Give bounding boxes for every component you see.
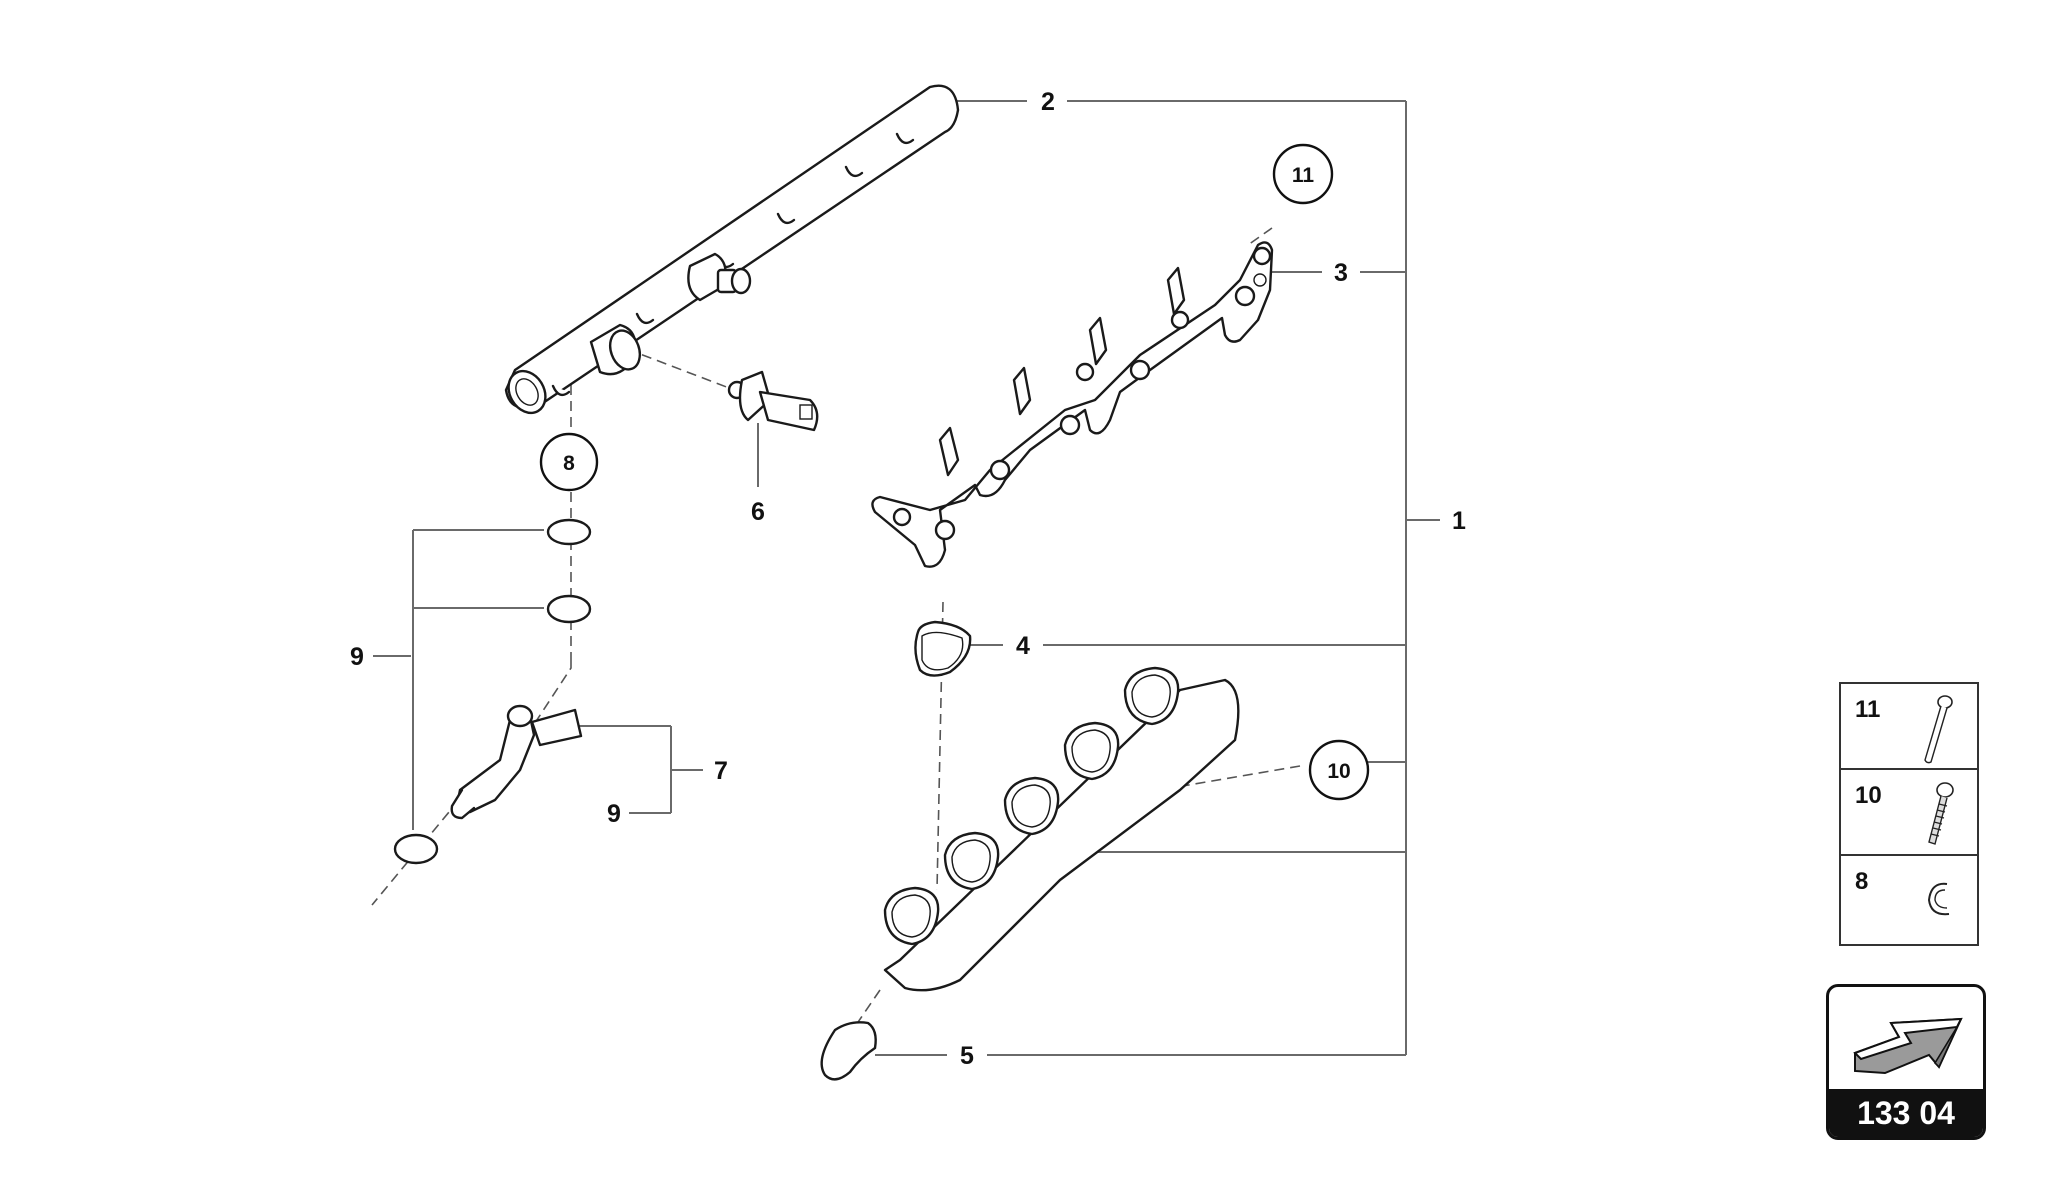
arrow-3d-icon — [1853, 1017, 1963, 1075]
pressure-sensor[interactable] — [727, 370, 819, 432]
screw-threaded-icon — [1928, 782, 1954, 845]
svg-text:8: 8 — [563, 452, 575, 475]
callout-labels: 1 2 3 4 5 6 7 9 9 — [350, 88, 1466, 1070]
manifold-ports — [883, 666, 1180, 946]
callout-1: 1 — [1452, 507, 1466, 535]
legend-row-10: 10 — [1841, 770, 1977, 856]
callout-5: 5 — [960, 1042, 974, 1070]
legend-row-8: 8 — [1841, 856, 1977, 942]
legend-row-11: 11 — [1841, 684, 1977, 770]
leader-lines — [373, 100, 1440, 1056]
callout-9-right: 9 — [607, 800, 621, 828]
circled-callout-11: 11 — [1272, 143, 1334, 205]
circled-callout-10: 10 — [1308, 739, 1370, 801]
intake-manifold[interactable] — [883, 666, 1240, 992]
legend-number: 10 — [1855, 782, 1882, 809]
legend-number: 8 — [1855, 868, 1869, 895]
gasket-upper[interactable] — [914, 620, 972, 677]
svg-text:11: 11 — [1292, 164, 1315, 187]
o-ring-seals[interactable] — [393, 518, 592, 865]
svg-text:10: 10 — [1327, 760, 1350, 783]
fastener-legend: 11 10 8 — [1839, 682, 1979, 946]
circlip-icon — [1927, 882, 1950, 916]
bolt-long-icon — [1924, 695, 1953, 764]
callout-3: 3 — [1334, 259, 1348, 287]
fuel-rail[interactable] — [501, 84, 960, 420]
callout-7: 7 — [714, 757, 728, 785]
reference-badge[interactable]: 133 04 — [1826, 984, 1986, 1140]
injector-bracket[interactable] — [871, 241, 1274, 568]
callout-4: 4 — [1016, 632, 1030, 660]
callout-9-left: 9 — [350, 643, 364, 671]
circled-callout-8: 8 — [539, 432, 599, 492]
fuel-injector[interactable] — [450, 704, 583, 820]
reference-number: 133 04 — [1829, 1089, 1983, 1137]
legend-number: 11 — [1855, 696, 1881, 723]
gasket-lower[interactable] — [820, 1021, 877, 1081]
callout-2: 2 — [1041, 88, 1055, 116]
callout-6: 6 — [751, 498, 765, 526]
